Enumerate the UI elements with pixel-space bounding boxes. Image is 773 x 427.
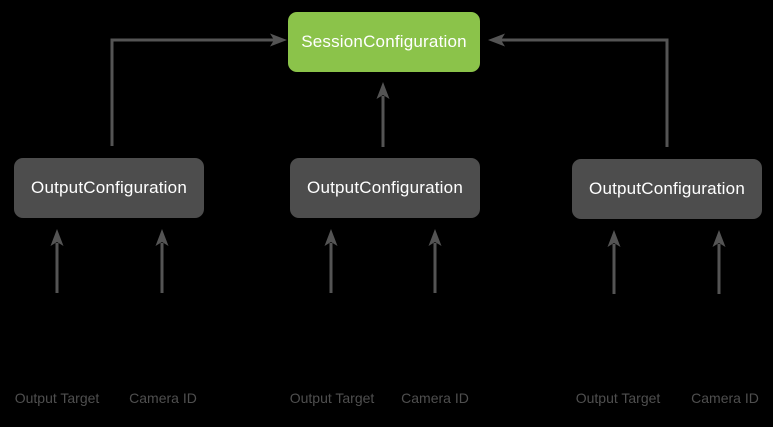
label-camera-id-2: Camera ID: [401, 390, 469, 406]
arrow-camera-id-to-output3: [712, 230, 726, 294]
label-output-target-2: Output Target: [289, 390, 375, 406]
arrow-output-target-to-output2: [324, 229, 338, 293]
label-camera-id-3: Camera ID: [691, 390, 759, 406]
node-output-configuration-2: OutputConfiguration: [290, 158, 480, 218]
label-camera-id-1: Camera ID: [129, 390, 197, 406]
arrow-camera-id-to-output1: [155, 229, 169, 293]
arrow-output2-to-session: [376, 82, 390, 147]
node-output-configuration-3: OutputConfiguration: [572, 159, 762, 219]
node-output-configuration-1: OutputConfiguration: [14, 158, 204, 218]
label-output-target-1: Output Target: [14, 390, 100, 406]
arrow-output-target-to-output1: [50, 229, 64, 293]
arrow-camera-id-to-output2: [428, 229, 442, 293]
arrow-output3-to-session: [488, 33, 669, 147]
node-session-configuration: SessionConfiguration: [288, 12, 480, 72]
label-output-target-3: Output Target: [575, 390, 661, 406]
arrow-output1-to-session: [110, 33, 287, 146]
arrow-output-target-to-output3: [607, 230, 621, 294]
